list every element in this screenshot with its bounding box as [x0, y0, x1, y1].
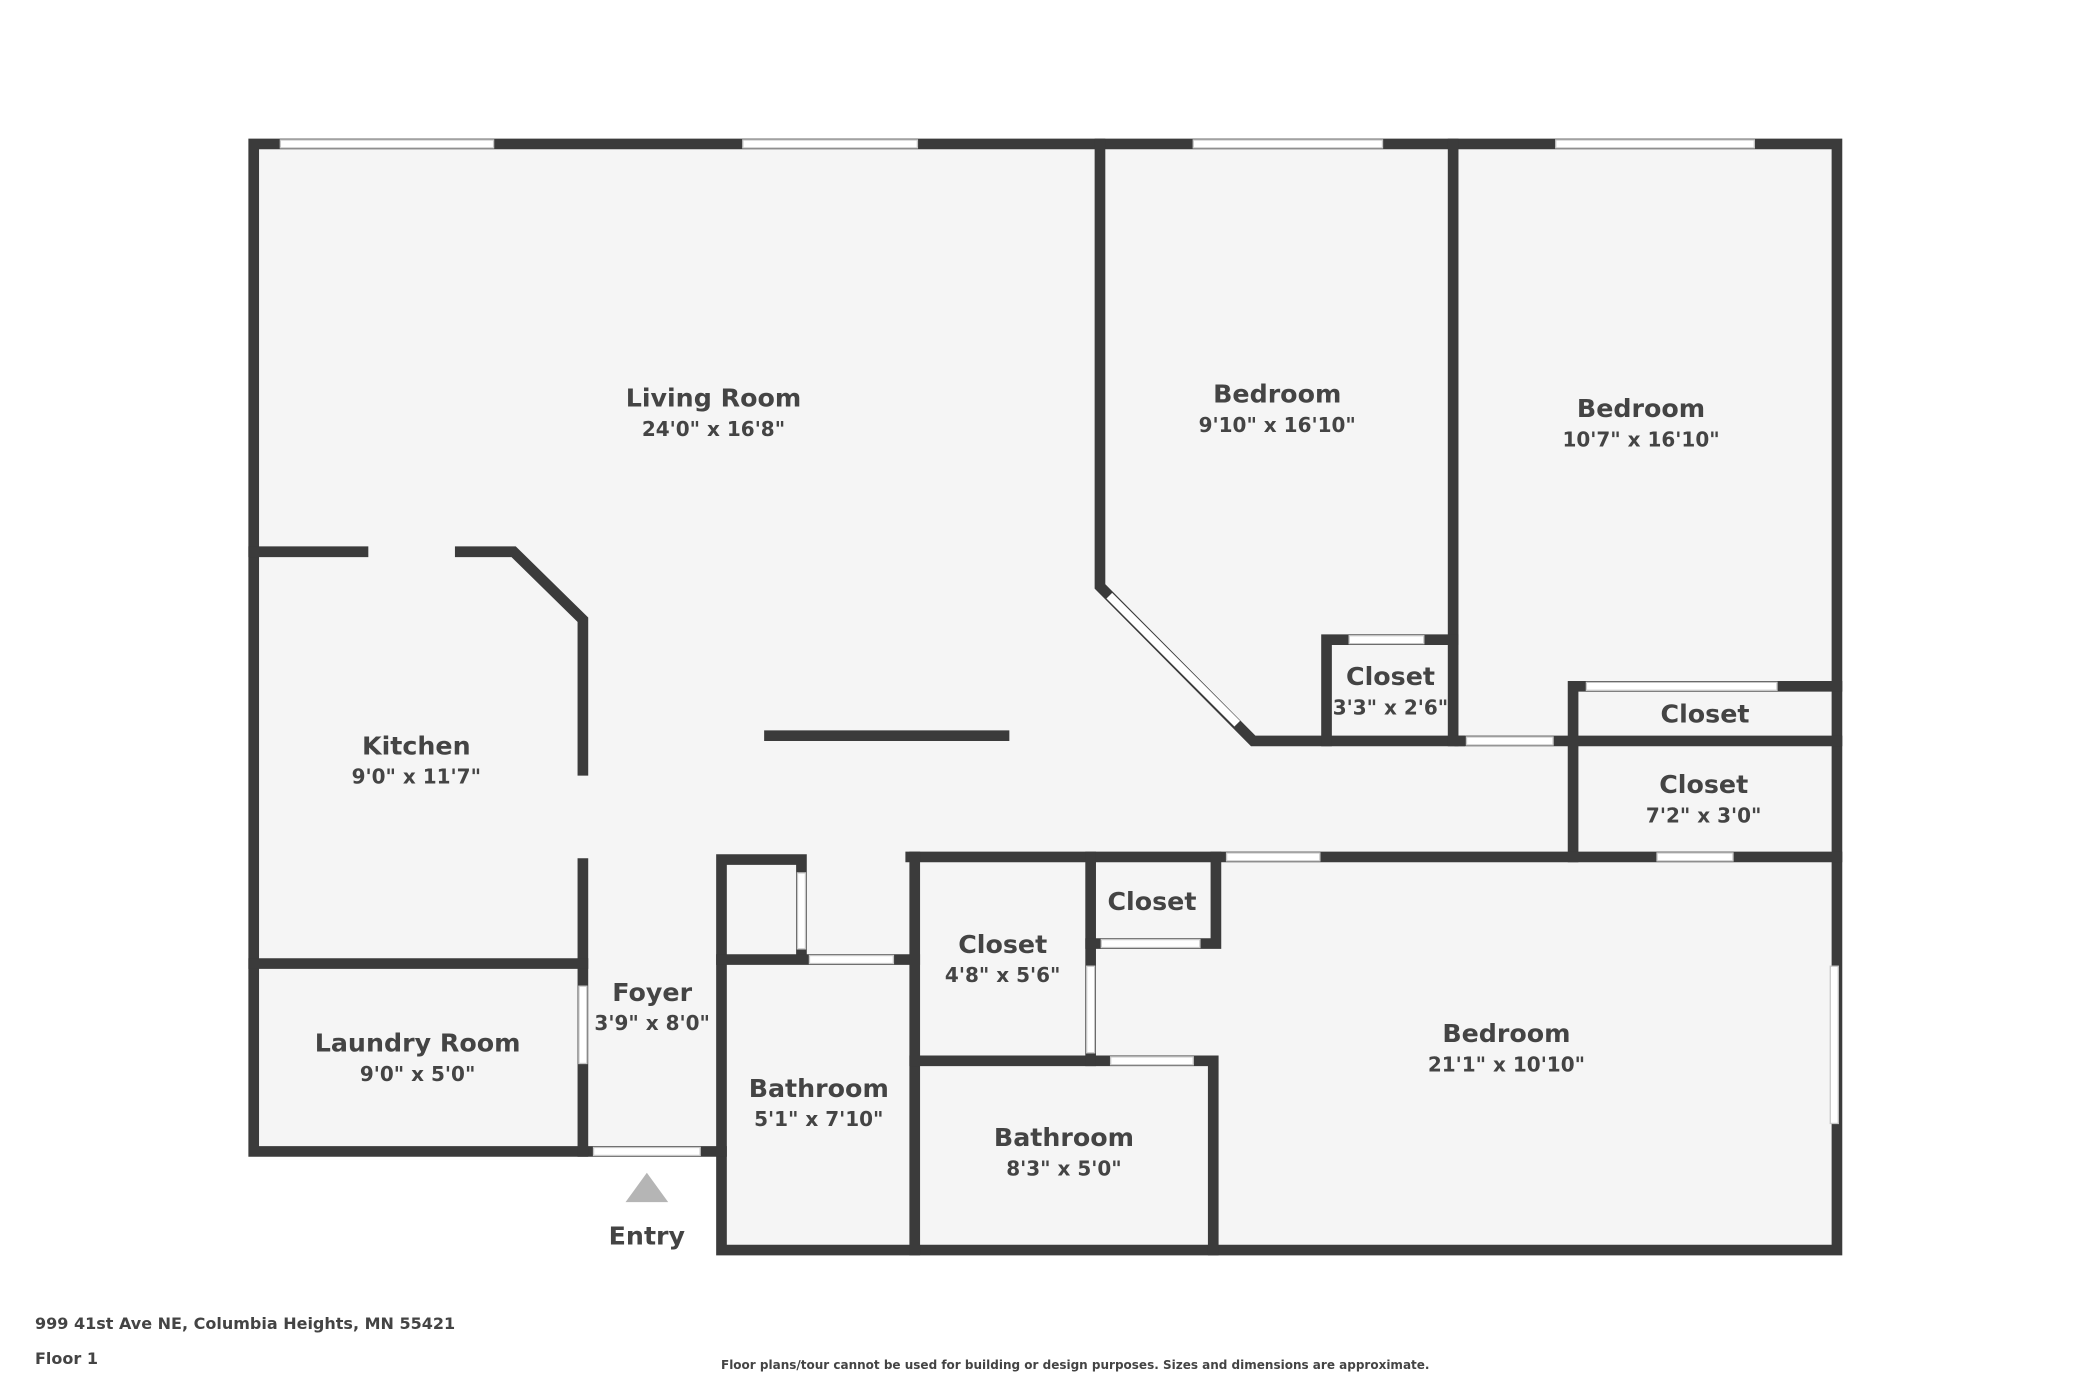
window — [1192, 139, 1384, 149]
room-name: Closet — [1346, 661, 1435, 691]
window — [1829, 965, 1839, 1125]
room-dims: 7'2" x 3'0" — [1646, 803, 1762, 827]
floor-label: Floor 1 — [35, 1349, 98, 1368]
entry-label: Entry — [609, 1221, 686, 1251]
door — [808, 954, 895, 965]
door — [1085, 965, 1096, 1054]
room-dims: 10'7" x 16'10" — [1562, 427, 1719, 451]
door — [1348, 635, 1425, 645]
door — [1100, 938, 1201, 949]
door — [1109, 1056, 1194, 1066]
door — [1465, 736, 1554, 746]
door — [796, 872, 807, 950]
room-name: Laundry Room — [315, 1027, 521, 1057]
door — [1225, 852, 1321, 862]
floor-fill — [253, 143, 1837, 1251]
room-name: Bedroom — [1442, 1018, 1570, 1048]
room-dims: 9'10" x 16'10" — [1199, 413, 1356, 437]
room-labels: Living Room 24'0" x 16'8" Bedroom 9'10" … — [315, 378, 1762, 1250]
room-dims: 21'1" x 10'10" — [1428, 1052, 1585, 1076]
window — [1555, 139, 1755, 149]
room-dims: 3'9" x 8'0" — [594, 1011, 710, 1035]
room-name: Closet — [1661, 698, 1750, 728]
room-name: Foyer — [612, 977, 692, 1007]
room-name: Bathroom — [994, 1122, 1134, 1152]
room-name: Bedroom — [1213, 378, 1341, 408]
doors-windows — [279, 139, 1839, 1157]
room-name: Kitchen — [362, 730, 471, 760]
room-dims: 9'0" x 11'7" — [352, 765, 481, 789]
entry-door — [592, 1146, 701, 1157]
door — [578, 985, 588, 1065]
door — [1106, 592, 1241, 727]
room-dims: 5'1" x 7'10" — [754, 1107, 883, 1131]
disclaimer: Floor plans/tour cannot be used for buil… — [721, 1358, 1430, 1372]
room-dims: 3'3" x 2'6" — [1333, 695, 1449, 719]
room-dims: 8'3" x 5'0" — [1006, 1156, 1122, 1180]
room-name: Living Room — [626, 382, 802, 412]
address: 999 41st Ave NE, Columbia Heights, MN 55… — [35, 1314, 456, 1333]
room-name: Bedroom — [1577, 393, 1705, 423]
room-name: Bathroom — [749, 1073, 889, 1103]
room-dims: 24'0" x 16'8" — [642, 417, 785, 441]
window — [279, 139, 495, 149]
door — [1656, 852, 1734, 862]
room-name: Closet — [958, 929, 1047, 959]
room-name: Closet — [1107, 886, 1196, 916]
window — [742, 139, 919, 149]
door — [1585, 681, 1778, 692]
room-name: Closet — [1659, 769, 1748, 799]
room-dims: 4'8" x 5'6" — [945, 963, 1061, 987]
room-dims: 9'0" x 5'0" — [360, 1062, 476, 1086]
entry-arrow-icon — [625, 1172, 669, 1203]
